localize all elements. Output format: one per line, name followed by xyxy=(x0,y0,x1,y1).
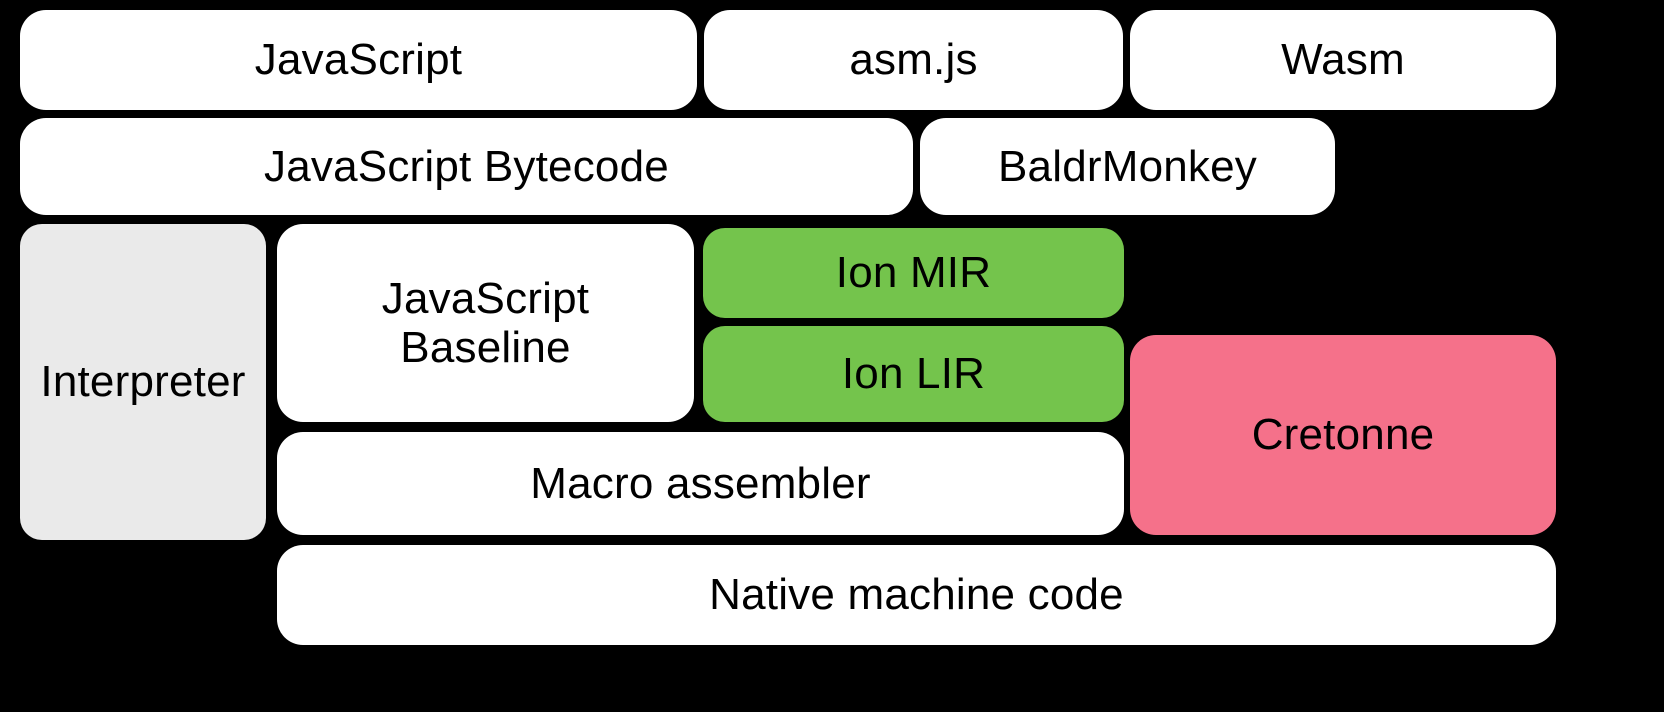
node-interpreter: Interpreter xyxy=(20,224,266,540)
node-baldrmonkey: BaldrMonkey xyxy=(920,118,1335,215)
node-javascript-bytecode: JavaScript Bytecode xyxy=(20,118,913,215)
node-macro-assembler: Macro assembler xyxy=(277,432,1124,535)
node-javascript: JavaScript xyxy=(20,10,697,110)
node-ion-mir: Ion MIR xyxy=(703,228,1124,318)
node-javascript-baseline: JavaScript Baseline xyxy=(277,224,694,422)
node-wasm: Wasm xyxy=(1130,10,1556,110)
node-asmjs: asm.js xyxy=(704,10,1123,110)
node-native-machine-code: Native machine code xyxy=(277,545,1556,645)
node-cretonne: Cretonne xyxy=(1130,335,1556,535)
node-ion-lir: Ion LIR xyxy=(703,326,1124,422)
